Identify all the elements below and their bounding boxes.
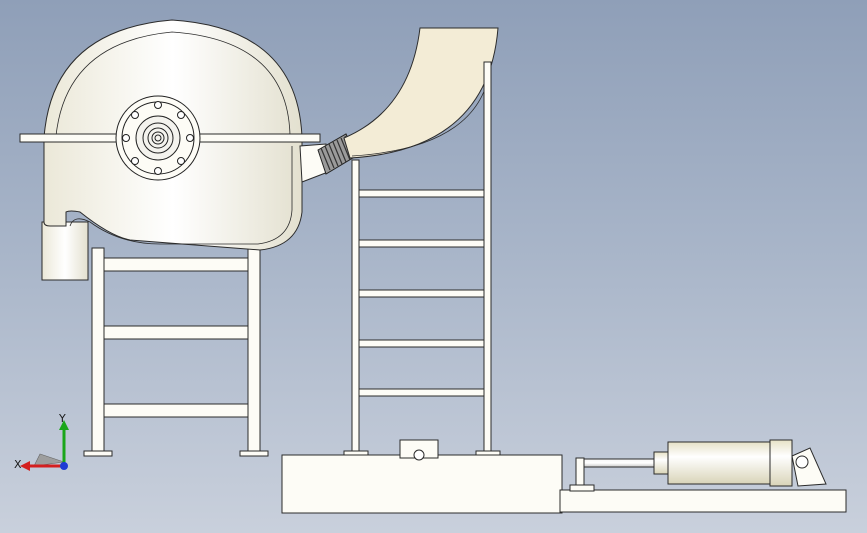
- left-stand[interactable]: [83, 247, 269, 457]
- inlet-duct[interactable]: [41, 221, 89, 281]
- curved-chute[interactable]: [343, 27, 499, 159]
- hydraulic-cylinder[interactable]: [569, 439, 827, 492]
- triad-plane-icon: [33, 453, 65, 467]
- y-axis-label: Y: [58, 412, 66, 425]
- fan-housing[interactable]: [19, 19, 329, 281]
- coordinate-triad: Y X: [14, 412, 69, 471]
- rotor-hub[interactable]: [115, 95, 201, 181]
- z-axis-icon: [60, 462, 68, 470]
- piston-rod[interactable]: [583, 458, 657, 468]
- cylinder-barrel[interactable]: [667, 441, 773, 485]
- base-block[interactable]: [281, 439, 847, 514]
- x-axis-label: X: [14, 458, 22, 471]
